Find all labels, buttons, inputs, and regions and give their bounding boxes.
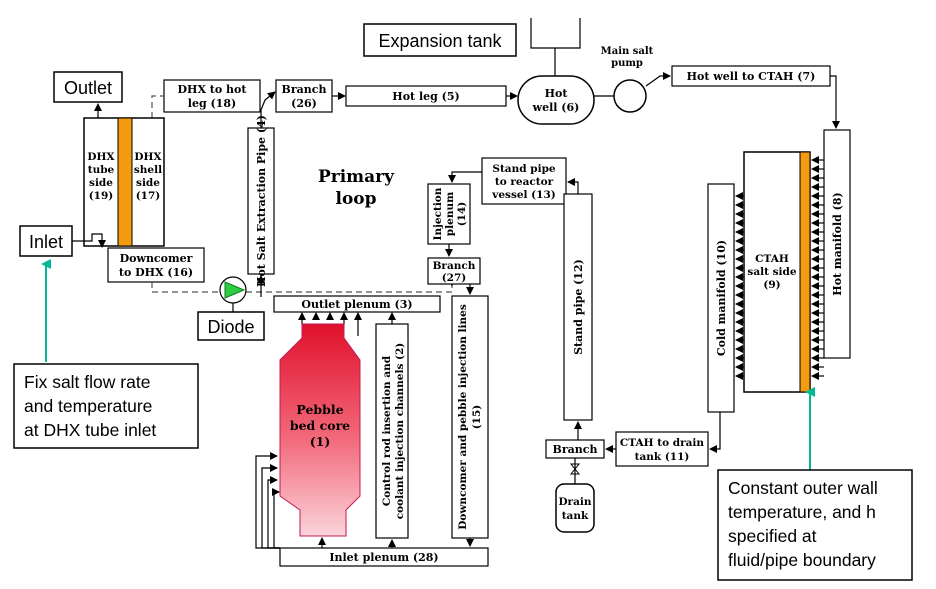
expansion-tank: Expansion tank [363, 18, 581, 76]
dhx-to-hot-leg: DHX to hot leg (18) [163, 79, 261, 113]
branch-26: Branch (26) [275, 79, 333, 113]
drain-tank-line2: tank [562, 510, 589, 522]
ctah-flow-arrows [735, 156, 824, 380]
constant-wall-callout: Constant outer wall temperature, and h s… [717, 387, 913, 581]
dhx-tube-line3: side [89, 177, 113, 189]
outlet-label: Outlet [64, 78, 112, 98]
control-rod-line2: coolant injection channels (2) [394, 343, 406, 520]
pebble-bed-line1: Pebble [296, 402, 343, 417]
ctah-salt-line2: salt side [747, 266, 796, 278]
branch-27-line2: (27) [442, 272, 467, 284]
fix-salt-line1: Fix salt flow rate [24, 372, 150, 392]
control-rod-channels: Control rod insertion and coolant inject… [375, 323, 409, 548]
primary-loop-line1: Primary [318, 167, 395, 187]
pebble-bed-core: Pebble bed core (1) [279, 323, 361, 537]
stand-pipe-to-reactor: Stand pipe to reactor vessel (13) [481, 157, 579, 205]
fix-salt-callout: Fix salt flow rate and temperature at DH… [13, 259, 199, 449]
outlet-plenum: Outlet plenum (3) [273, 295, 441, 336]
ctah-to-drain-line2: tank (11) [635, 451, 690, 463]
constant-wall-line4: fluid/pipe boundary [728, 550, 876, 570]
downcomer-pebble-line1: Downcomer and pebble injection lines [457, 304, 469, 530]
hot-well: Hot well (6) [517, 75, 614, 125]
dhx-tube-line4: (19) [89, 190, 114, 202]
pebble-bed-line3: (1) [310, 434, 331, 449]
stand-pipe-to-reactor-line3: vessel (13) [491, 189, 555, 201]
dhx-tube-line2: tube [88, 164, 115, 176]
constant-wall-line3: specified at [728, 526, 817, 546]
main-salt-pump: Main salt pump [601, 46, 671, 113]
branch-26-line2: (26) [291, 97, 317, 110]
main-salt-pump-line1: Main salt [601, 46, 654, 57]
hot-salt-extraction-label: Hot Salt Extraction Pipe (4) [255, 115, 268, 287]
stand-pipe-to-reactor-line1: Stand pipe [492, 163, 556, 175]
hot-manifold: Hot manifold (8) [823, 129, 851, 359]
dhx-divider [117, 117, 133, 247]
ctah-salt-line3: (9) [763, 279, 780, 291]
injection-plenum-line2: plenum [444, 192, 456, 236]
core-feed-lines [255, 452, 326, 552]
inlet-callout: Inlet [19, 225, 106, 257]
branch-26-line1: Branch [282, 83, 327, 96]
primary-loop-line2: loop [335, 189, 376, 209]
ctah-salt-line1: CTAH [755, 253, 789, 265]
drain-tank: Drain tank [555, 483, 595, 533]
hot-well-line2: well (6) [532, 101, 580, 114]
fix-salt-line3: at DHX tube inlet [24, 420, 156, 440]
inlet-plenum: Inlet plenum (28) [279, 547, 489, 567]
constant-wall-line1: Constant outer wall [728, 478, 878, 498]
stand-pipe-to-reactor-line2: to reactor [495, 176, 554, 188]
branch-27: Branch (27) [427, 257, 481, 295]
hot-well-to-ctah: Hot well to CTAH (7) [671, 65, 840, 129]
pebble-bed-line2: bed core [290, 418, 350, 433]
dhx-tube-line1: DHX [87, 151, 115, 163]
main-salt-pump-line2: pump [611, 58, 643, 69]
cold-manifold: Cold manifold (10) [707, 183, 735, 413]
hot-salt-extraction-pipe: Hot Salt Extraction Pipe (4) [247, 91, 276, 297]
stand-pipe-label: Stand pipe (12) [572, 259, 585, 355]
expansion-tank-label: Expansion tank [378, 31, 502, 51]
ctah-wall [799, 151, 811, 393]
diode: Diode [197, 276, 265, 341]
dhx-shell-line1: DHX [134, 151, 162, 163]
downcomer-to-dhx: Downcomer to DHX (16) [107, 247, 205, 283]
injection-plenum-line3: (14) [456, 202, 468, 227]
inlet-plenum-label: Inlet plenum (28) [329, 551, 438, 564]
control-rod-line1: Control rod insertion and [381, 355, 393, 506]
injection-plenum: Injection plenum (14) [427, 171, 482, 257]
injection-plenum-line1: Injection [432, 187, 444, 240]
inlet-label: Inlet [29, 232, 63, 252]
hot-well-line1: Hot [545, 87, 569, 100]
downcomer-to-dhx-line1: Downcomer [120, 252, 193, 265]
ctah-salt-side: CTAH salt side (9) [743, 151, 811, 393]
stand-pipe: Stand pipe (12) [563, 193, 593, 440]
dhx-shell-line3: side [136, 177, 160, 189]
ctah-to-drain-tank: CTAH to drain tank (11) [605, 412, 721, 467]
dhx-shell-line2: shell [134, 164, 162, 176]
dhx-heat-exchanger: DHX tube side (19) DHX shell side (17) [83, 117, 165, 247]
dhx-to-hot-leg-line1: DHX to hot [178, 83, 248, 96]
dhx-to-hot-leg-line2: leg (18) [188, 97, 236, 110]
hot-well-to-ctah-label: Hot well to CTAH (7) [687, 70, 816, 83]
hot-leg-label: Hot leg (5) [392, 90, 459, 103]
branch-drain: Branch [545, 439, 605, 484]
outlet-callout: Outlet [53, 71, 123, 118]
hot-manifold-label: Hot manifold (8) [831, 192, 844, 295]
downcomer-pebble-lines: Downcomer and pebble injection lines (15… [451, 295, 489, 547]
branch-27-line1: Branch [433, 260, 476, 272]
hot-leg: Hot leg (5) [332, 85, 518, 107]
downcomer-pebble-line2: (15) [471, 405, 483, 430]
downcomer-to-dhx-line2: to DHX (16) [119, 266, 193, 279]
cold-manifold-label: Cold manifold (10) [715, 240, 728, 356]
ctah-to-drain-line1: CTAH to drain [620, 437, 704, 449]
outlet-plenum-label: Outlet plenum (3) [301, 298, 412, 311]
branch-label: Branch [553, 443, 598, 456]
drain-tank-line1: Drain [558, 496, 591, 508]
dhx-shell-line4: (17) [136, 190, 161, 202]
diode-label: Diode [207, 317, 254, 337]
fix-salt-line2: and temperature [24, 396, 152, 416]
constant-wall-line2: temperature, and h [728, 502, 876, 522]
